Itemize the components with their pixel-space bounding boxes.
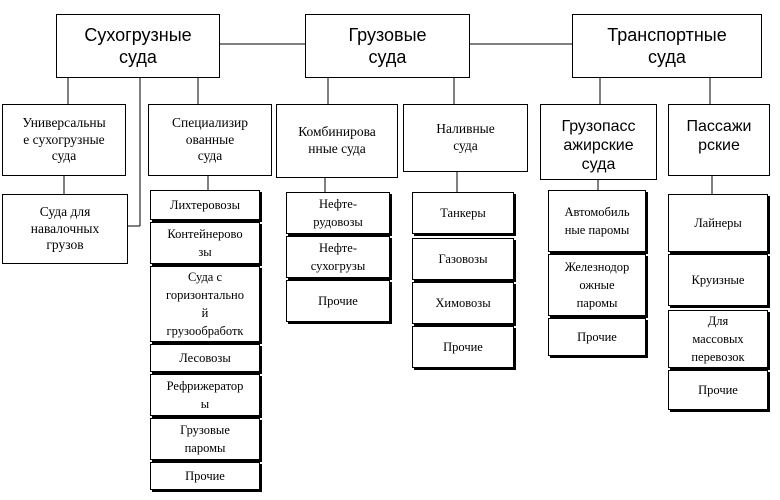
list-item-liners: Лайнеры	[668, 194, 768, 252]
transport-ships-box: Транспортные суда	[572, 14, 762, 78]
list-item-gas-carriers: Газовозы	[412, 238, 514, 280]
dry-cargo-ships-label: Сухогрузные суда	[84, 24, 192, 68]
specialized-ships-label: Специализир ованные суда	[171, 114, 249, 164]
list-item-cruise-ships: Круизные	[668, 254, 768, 306]
cargo-passenger-ships-label: Грузопасс ажирские суда	[561, 118, 636, 174]
list-item-specialized-other: Прочие	[150, 462, 260, 490]
specialized-ships-box: Специализир ованные суда	[148, 104, 272, 176]
liquid-cargo-ships-label: Наливные суда	[436, 121, 495, 153]
transport-ships-label: Транспортные суда	[607, 24, 727, 68]
cargo-ships-box: Грузовые суда	[305, 14, 470, 78]
list-item-container-ships: Контейнерово зы	[150, 222, 260, 264]
universal-dry-cargo-label: Универсальны е сухогрузные суда	[22, 114, 106, 164]
list-item-cargo-ferries: Грузовые паромы	[150, 418, 260, 460]
list-item-lighter-carriers: Лихтеровозы	[150, 190, 260, 220]
combined-ships-label: Комбинирова нные суда	[298, 124, 376, 156]
dry-cargo-ships-box: Сухогрузные суда	[56, 14, 220, 78]
passenger-ships-label: Пассажи рские	[686, 118, 752, 155]
list-item-combined-other: Прочие	[286, 280, 390, 322]
bulk-carriers-label: Суда для навалочных грузов	[30, 203, 100, 253]
combined-ships-box: Комбинирова нные суда	[276, 104, 398, 178]
list-item-railway-ferries: Железнодор ожные паромы	[548, 254, 646, 316]
list-item-liquid-other: Прочие	[412, 326, 514, 368]
list-item-tankers: Танкеры	[412, 192, 514, 234]
list-item-cargo-passenger-other: Прочие	[548, 318, 646, 356]
liquid-cargo-ships-box: Наливные суда	[403, 104, 528, 172]
cargo-passenger-ships-box: Грузопасс ажирские суда	[540, 104, 657, 180]
list-item-oil-bulk-carriers: Нефте- сухогрузы	[286, 236, 390, 278]
list-item-timber-carriers: Лесовозы	[150, 344, 260, 372]
universal-dry-cargo-box: Универсальны е сухогрузные суда	[2, 104, 126, 176]
passenger-ships-box: Пассажи рские	[668, 104, 770, 176]
list-item-ore-oil-carriers: Нефте- рудовозы	[286, 192, 390, 234]
list-item-car-ferries: Автомобиль ные паромы	[548, 190, 646, 252]
list-item-mass-transport: Для массовых перевозок	[668, 310, 768, 368]
list-item-chemical-tankers: Химовозы	[412, 282, 514, 324]
cargo-ships-label: Грузовые суда	[348, 24, 427, 68]
list-item-passenger-other: Прочие	[668, 370, 768, 410]
bulk-carriers-box: Суда для навалочных грузов	[2, 194, 128, 264]
list-item-refrigerated-ships: Рефрижератор ы	[150, 374, 260, 416]
list-item-ro-ro-ships: Суда с горизонтально й грузообработк	[150, 266, 260, 342]
